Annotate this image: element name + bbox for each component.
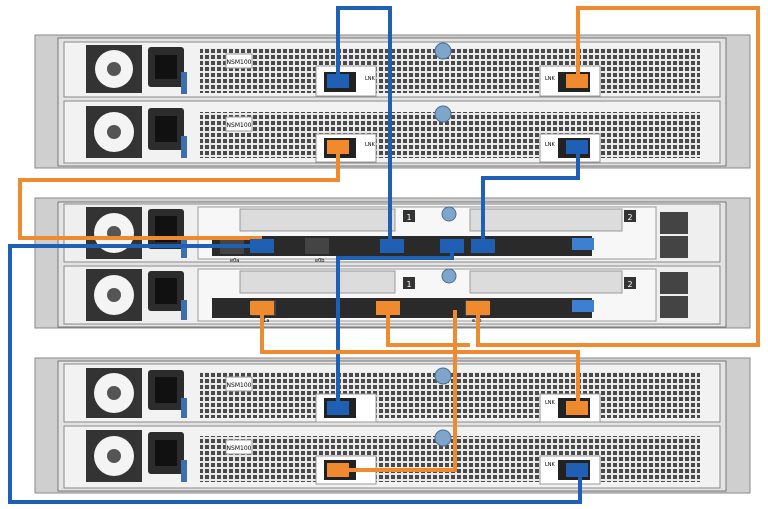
thumbscrew-icon — [441, 206, 457, 222]
rj45-port-icon — [660, 236, 688, 258]
orange-cable — [476, 6, 760, 347]
controller-b: 1 2 e1a e1b — [63, 265, 721, 325]
slot-number: 2 — [627, 213, 632, 222]
module-label: NSM100 — [227, 122, 252, 129]
port-label: e1a — [260, 318, 269, 324]
rj45-port-icon — [660, 296, 688, 318]
rj45-port-icon — [660, 272, 688, 294]
blue-connector — [250, 239, 274, 253]
shelf-bottom-module-a: NSM100 LNK — [63, 363, 721, 423]
shelf-bottom-module-b: NSM100 LNK — [63, 425, 721, 489]
port-label: e0b — [315, 258, 324, 264]
slot-number: 1 — [406, 280, 411, 289]
usb-port-icon — [572, 300, 594, 312]
module-label: NSM100 — [227, 59, 252, 66]
cable-connectors — [250, 74, 588, 477]
blue-connector — [471, 239, 495, 253]
thumbscrew-icon — [441, 268, 457, 284]
module-label: NSM100 — [227, 382, 252, 389]
orange-connector — [327, 140, 349, 154]
link-label: LNK — [365, 76, 376, 82]
thumbscrew-icon — [434, 367, 452, 385]
orange-cable — [260, 310, 580, 408]
orange-connector — [566, 401, 588, 415]
orange-connector — [376, 301, 400, 315]
blue-connector — [380, 239, 404, 253]
blue-cable — [336, 6, 392, 246]
blue-connector — [327, 401, 349, 415]
orange-connector — [250, 301, 274, 315]
link-label: LNK — [545, 462, 556, 468]
blue-connector — [327, 74, 349, 88]
blue-cable — [8, 244, 582, 504]
link-label: LNK — [545, 142, 556, 148]
blue-connector — [440, 239, 464, 253]
storage-shelf-top: NSM100 LNK LNK NSM100 LNK LNK — [34, 34, 751, 169]
orange-cable — [386, 310, 470, 347]
port-e0b — [305, 238, 329, 254]
orange-connector — [327, 463, 349, 477]
slot-number: 2 — [627, 280, 632, 289]
orange-cable — [18, 148, 340, 240]
orange-connector — [566, 74, 588, 88]
orange-cable — [338, 310, 457, 472]
blue-connector — [566, 463, 588, 477]
storage-shelf-bottom: NSM100 LNK NSM100 LNK — [34, 357, 751, 494]
orange-connector — [466, 301, 490, 315]
usb-port-icon — [572, 238, 594, 250]
thumbscrew-icon — [434, 105, 452, 123]
blue-cable — [481, 148, 580, 246]
slot-number: 1 — [406, 213, 411, 222]
port-label: e0a — [230, 258, 239, 264]
thumbscrew-icon — [434, 42, 452, 60]
link-label: LNK — [365, 142, 376, 148]
blue-connector — [566, 140, 588, 154]
thumbscrew-icon — [434, 429, 452, 447]
rj45-port-icon — [660, 212, 688, 234]
link-label: LNK — [545, 400, 556, 406]
link-label: LNK — [545, 76, 556, 82]
module-label: NSM100 — [227, 445, 252, 452]
